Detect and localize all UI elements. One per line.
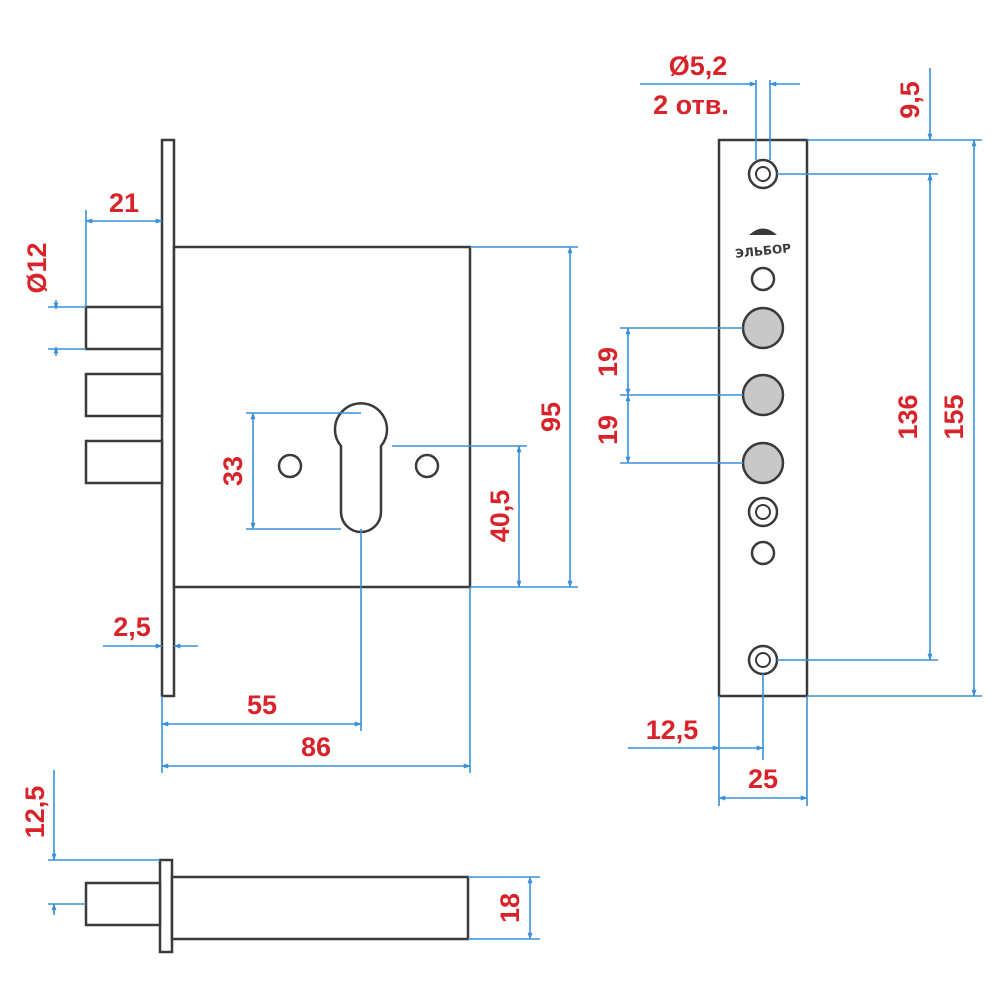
logo-icon xyxy=(749,228,777,235)
latch-hole-inner xyxy=(755,504,771,520)
mounting-hole-bottom-outer xyxy=(747,644,779,676)
faceplate-logo: ЭЛЬБОР xyxy=(734,241,791,261)
dim-side-thickness: 18 xyxy=(495,893,525,923)
dim-hole-count: 2 отв. xyxy=(653,90,729,120)
fixing-hole-right xyxy=(414,453,440,479)
dim-body-height: 95 xyxy=(536,402,566,432)
side-body xyxy=(170,875,470,941)
dim-plate-width: 25 xyxy=(748,764,778,794)
bolt-hole-2 xyxy=(741,373,785,417)
dim-cylinder-center-height: 40,5 xyxy=(485,490,515,543)
dim-faceplate-thickness: 2,5 xyxy=(113,612,151,642)
mounting-hole-bottom-inner xyxy=(755,652,771,668)
bolt-top xyxy=(84,305,164,351)
side-bolt xyxy=(84,881,162,927)
bolt-middle xyxy=(84,372,164,418)
dim-bolt-projection: 21 xyxy=(109,188,139,218)
dim-bolt-pitch-2: 19 xyxy=(593,415,623,445)
faceplate xyxy=(160,138,176,698)
dim-hole-center: 12,5 xyxy=(646,715,699,745)
small-hole-upper xyxy=(750,266,776,292)
dim-body-depth: 86 xyxy=(301,732,331,762)
dim-cylinder-height: 33 xyxy=(218,456,248,486)
dim-bolt-diameter: Ø12 xyxy=(22,242,52,293)
side-view: 12,5 18 xyxy=(20,770,540,954)
mounting-hole-top-inner xyxy=(755,166,771,182)
bolt-hole-3 xyxy=(741,441,785,485)
fixing-hole-left xyxy=(277,453,303,479)
latch-hole-outer xyxy=(747,496,779,528)
dim-hole-spacing: 136 xyxy=(893,394,923,439)
dim-plate-length: 155 xyxy=(939,394,969,439)
dim-backset: 55 xyxy=(247,690,277,720)
front-view: Ø12 21 2,5 33 40,5 95 55 86 xyxy=(22,138,578,773)
side-faceplate xyxy=(158,858,174,954)
dim-hole-diameter: Ø5,2 xyxy=(669,51,728,81)
bolt-hole-1 xyxy=(741,306,785,350)
faceplate-strip xyxy=(717,138,809,698)
small-hole-lower xyxy=(750,540,776,566)
dim-hole-offset: 9,5 xyxy=(895,81,925,119)
cylinder-keyhole xyxy=(333,402,389,534)
mounting-hole-top-outer xyxy=(747,158,779,190)
dim-side-offset: 12,5 xyxy=(20,786,50,839)
lock-body xyxy=(172,245,472,589)
bolt-bottom xyxy=(84,439,164,485)
faceplate-view: ЭЛЬБОР Ø5,2 2 отв. 9,5 19 19 1 xyxy=(593,51,982,806)
dim-bolt-pitch-1: 19 xyxy=(593,347,623,377)
